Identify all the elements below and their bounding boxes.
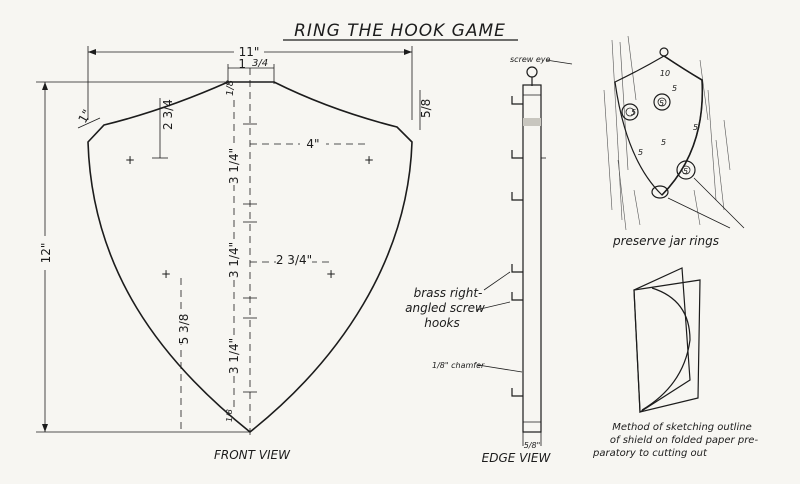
paper-caption-1: Method of sketching outline: [612, 422, 751, 433]
paper-back: [633, 267, 691, 414]
hooks-leader-2: [475, 301, 511, 311]
top-flat-num: 1: [238, 57, 246, 71]
offset-label: 2 3/4": [276, 253, 312, 267]
screw-eye-label: screw eye: [510, 55, 551, 64]
lower-drop-label: 5 3/8: [177, 314, 191, 345]
shield-outline: [87, 81, 413, 434]
hook-spacing-label: 4": [306, 137, 319, 151]
rings-caption: preserve jar rings: [612, 234, 719, 248]
perspective-shield: [614, 55, 703, 196]
rings-leader-1: [667, 197, 731, 229]
side-drop-label: 2 3/4: [161, 99, 175, 130]
screw-eye-icon: [526, 66, 538, 78]
spacing-1-label: 3 1/4": [227, 148, 241, 184]
hooks-label-2: angled screw: [405, 301, 485, 315]
chamfer-leader: [477, 364, 523, 373]
edge-board: [522, 84, 542, 433]
hooks-leader-1: [483, 271, 511, 291]
perspective-shield-edge: [661, 55, 704, 196]
svg-text:+: +: [364, 153, 374, 167]
arrow: [42, 424, 48, 432]
edge-hooks: [511, 96, 523, 397]
right-drop-label: 5/8: [419, 99, 433, 118]
hooks-label-1: brass right-: [414, 286, 483, 300]
edge-grain: [523, 118, 541, 126]
hook-marks: + + + +: [125, 153, 374, 281]
spacing-3-label: 3 1/4": [227, 338, 241, 374]
top-flat-frac: 3/4: [252, 58, 268, 69]
score-b: 5: [693, 123, 698, 132]
arrow: [88, 49, 96, 55]
folded-paper-sketch: Method of sketching outline of shield on…: [592, 267, 759, 459]
svg-text:+: +: [326, 267, 336, 281]
bottom-notch-label: 1/8: [225, 409, 234, 422]
score-10: 10: [660, 69, 670, 78]
edge-view: screw eye brass right- angled screw hook…: [405, 55, 573, 465]
svg-text:+: +: [161, 267, 171, 281]
edge-view-caption: EDGE VIEW: [482, 451, 552, 465]
paper-front: [633, 279, 701, 413]
top-notch-label: 1/8: [225, 80, 236, 96]
arrow: [404, 49, 412, 55]
jar-rings: [621, 93, 696, 199]
svg-text:+: +: [125, 153, 135, 167]
height-label: 12": [39, 243, 53, 264]
drawing-title: RING THE HOOK GAME: [294, 21, 506, 41]
score-a: 5: [672, 84, 677, 93]
perspective-sketch: 10 5 5 5 5 5 5 5 preserve jar rings: [603, 35, 745, 248]
paper-caption-2: of shield on folded paper pre-: [610, 435, 759, 446]
paper-caption-3: paratory to cutting out: [592, 448, 708, 459]
spacing-2-label: 3 1/4": [227, 242, 241, 278]
corner-label: 1": [75, 107, 94, 125]
hooks-label-3: hooks: [424, 316, 460, 330]
screw-eye-leader: [545, 59, 573, 65]
arrow: [42, 82, 48, 90]
score-g: 5: [683, 167, 688, 176]
chamfer-label: 1/8" chamfer: [432, 361, 485, 370]
width-dim-label: 11": [239, 45, 260, 59]
front-view: 11" 1 3/4 1/8 1" 2 3/4 5/8 + + + + 4": [36, 43, 433, 462]
thickness-label: 5/8": [524, 441, 541, 450]
perspective-screw-eye-icon: [659, 47, 669, 57]
wall-hatching: [603, 35, 731, 231]
score-c: 5: [638, 148, 643, 157]
spacing-ticks: [243, 123, 257, 393]
score-f: 5: [659, 99, 664, 108]
score-e: 5: [631, 108, 636, 117]
rings-leader-2: [693, 177, 745, 229]
front-view-caption: FRONT VIEW: [214, 448, 291, 462]
score-d: 5: [661, 138, 666, 147]
corner-dim-line: [77, 117, 101, 129]
paper-shield-outline: [641, 287, 691, 411]
